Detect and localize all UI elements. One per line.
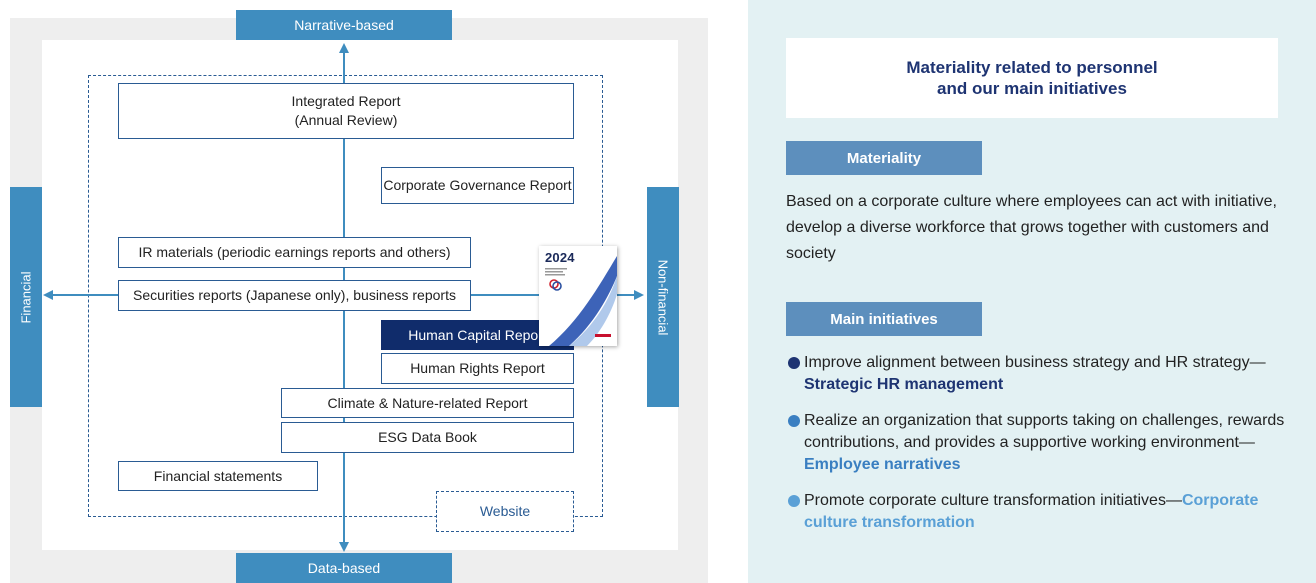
axis-label-financial: Financial [10, 187, 42, 407]
website-box: Website [436, 491, 574, 532]
corporate-governance-report-box: Corporate Governance Report [381, 167, 574, 204]
cover-artwork [545, 256, 617, 346]
esg-data-book-box: ESG Data Book [281, 422, 574, 453]
axis-label-data-based: Data-based [236, 553, 452, 583]
initiative-item: Promote corporate culture transformation… [786, 490, 1296, 534]
securities-reports-box: Securities reports (Japanese only), busi… [118, 280, 471, 311]
axis-left-text: Financial [18, 270, 34, 324]
initiative-emphasis: Corporate culture transformation [804, 492, 1259, 531]
human-rights-report-box: Human Rights Report [381, 353, 574, 384]
initiative-emphasis: Strategic HR management [804, 376, 1004, 393]
bullet-dot-icon [788, 357, 800, 369]
climate-nature-report-box: Climate & Nature-related Report [281, 388, 574, 418]
materiality-description: Based on a corporate culture where emplo… [786, 193, 1277, 262]
initiative-text: Realize an organization that supports ta… [804, 412, 1285, 451]
axis-right-text: Non-financial [655, 259, 671, 335]
axis-top-text: Narrative-based [294, 17, 394, 33]
axis-label-narrative-based: Narrative-based [236, 10, 452, 40]
initiative-item: Realize an organization that supports ta… [786, 410, 1296, 476]
reporting-positioning-diagram: Narrative-based Data-based Financial Non… [10, 10, 708, 583]
initiative-text: Improve alignment between business strat… [804, 354, 1266, 371]
initiative-emphasis: Employee narratives [804, 456, 961, 473]
main-initiatives-label: Main initiatives [786, 302, 982, 336]
axis-label-non-financial: Non-financial [647, 187, 679, 407]
integrated-report-box: Integrated Report (Annual Review) [118, 83, 574, 139]
initiative-item: Improve alignment between business strat… [786, 352, 1296, 396]
ir-materials-box: IR materials (periodic earnings reports … [118, 237, 471, 268]
materiality-panel: Materiality related to personnel and our… [748, 0, 1316, 583]
bullet-dot-icon [788, 495, 800, 507]
initiative-text: Promote corporate culture transformation… [804, 492, 1182, 509]
bullet-dot-icon [788, 415, 800, 427]
cover-year: 2024 [545, 250, 575, 265]
materiality-label: Materiality [786, 141, 982, 175]
axis-bottom-text: Data-based [307, 560, 381, 576]
materiality-panel-title: Materiality related to personnel and our… [786, 38, 1278, 118]
financial-statements-box: Financial statements [118, 461, 318, 491]
human-capital-report-cover-thumbnail: 2024 [539, 246, 617, 346]
initiatives-list: Improve alignment between business strat… [786, 352, 1296, 548]
